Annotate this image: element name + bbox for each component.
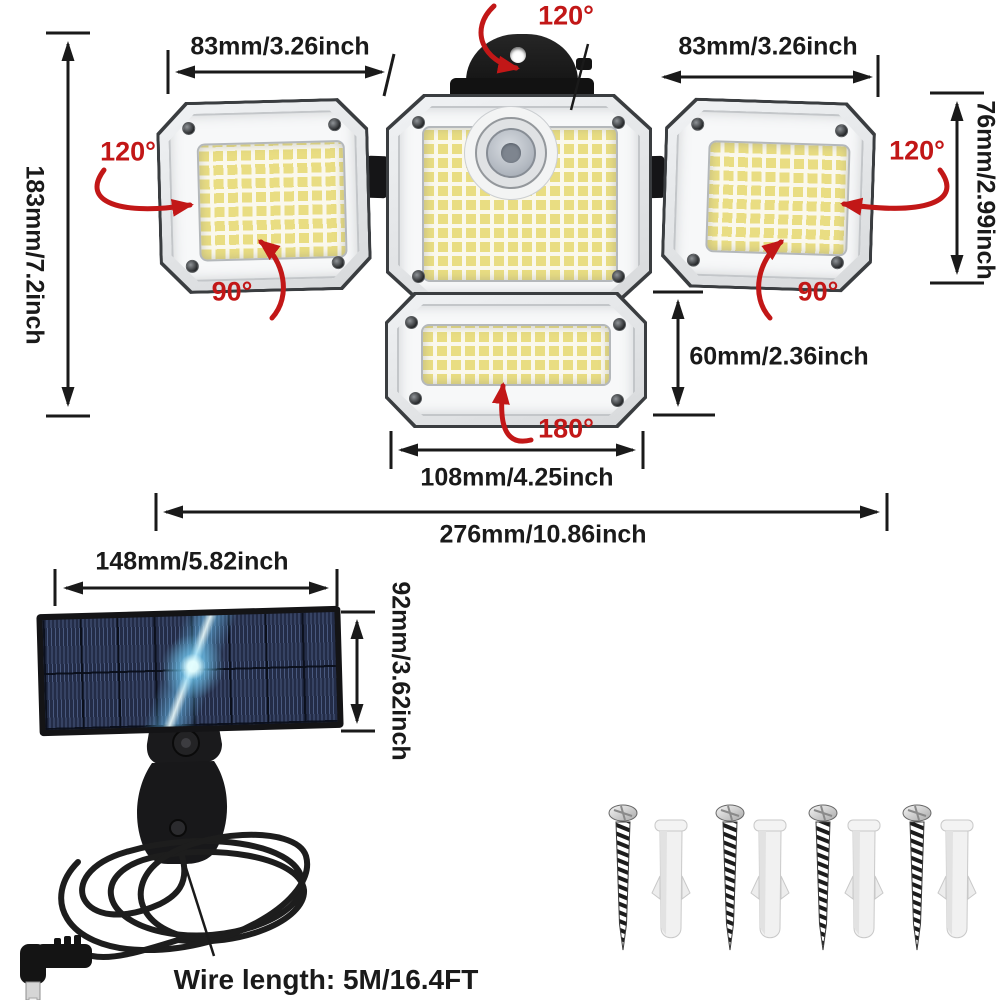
wall-anchor-icon [651,819,691,939]
corner-screw-icon [412,116,425,129]
corner-screw-icon [409,392,422,405]
screw-icon [808,804,838,951]
wall-anchors [651,819,977,939]
right-lamp-tilt-label: 90° [797,276,839,307]
left-lamp-tilt-label: 90° [211,276,253,307]
mounting-screws [608,804,932,951]
corner-screw-icon [412,270,425,283]
bottom-lamp-height-label: 60mm/2.36inch [689,342,869,371]
wall-anchor-icon [844,819,884,939]
solar-panel-width-label: 148mm/5.82inch [95,547,289,576]
corner-screw-icon [612,116,625,129]
led-panel-bottom [385,292,647,428]
led-panel-center [386,94,652,307]
left-lamp-width-label: 83mm/3.26inch [190,32,370,61]
rotation-arrow-icon-top [478,3,520,74]
wall-anchor-icon [750,819,790,939]
corner-screw-icon [405,316,418,329]
total-width-label: 276mm/10.86inch [439,520,647,549]
rotation-arrow-icon-left [94,167,194,217]
solar-panel-height-label: 92mm/3.62inch [386,581,415,761]
tilt-arrow-icon-right [756,239,785,321]
right-lamp-rotation-label: 120° [889,135,945,166]
bottom-lamp-rotation-label: 180° [538,413,594,444]
wire-length-label: Wire length: 5M/16.4FT [173,964,479,995]
led-grid [422,126,618,282]
rotation-arrow-icon-right [840,167,950,216]
corner-screw-icon [613,318,626,331]
dc-plug-icon [20,935,92,1000]
head-rotation-label: 120° [538,0,594,31]
screw-icon [608,804,638,951]
bottom-lamp-width-label: 108mm/4.25inch [420,463,614,492]
motion-sensor [464,106,558,200]
corner-screw-icon [612,270,625,283]
corner-screw-icon [611,394,624,407]
side-lamp-height-label: 76mm/2.99inch [971,100,1000,280]
right-lamp-width-label: 83mm/3.26inch [678,32,858,61]
solar-mount-bracket [137,722,228,864]
led-grid [421,324,611,386]
total-height-label: 183mm/7.2inch [20,165,49,345]
screw-icon [715,804,745,951]
rotation-arrow-icon-bottom [491,382,534,444]
left-lamp-rotation-label: 120° [100,136,156,167]
wall-anchor-icon [937,819,977,939]
tilt-arrow-icon-left [257,239,286,321]
wire-coil [58,831,311,961]
screw-icon [902,804,932,951]
